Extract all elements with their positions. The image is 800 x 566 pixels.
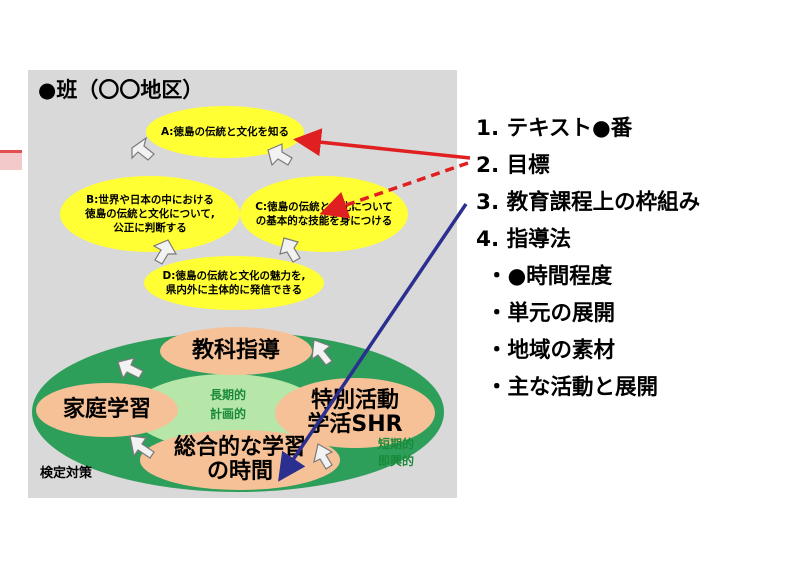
node-subject-teaching-label: 教科指導 <box>191 337 280 363</box>
short-term-label: 短期的 即興的 <box>377 437 414 469</box>
cycle-step-c: C:徳島の伝統と文化について の基本的な技能を身につける <box>240 176 408 252</box>
node-home-study: 家庭学習 <box>36 383 178 437</box>
outline-subitem-activities: ・主な活動と展開 <box>486 375 659 400</box>
cycle-step-d-text: D:徳島の伝統と文化の魅力を, 県内外に主体的に発信できる <box>162 269 306 296</box>
node-home-study-label: 家庭学習 <box>62 396 151 422</box>
cycle-step-b: B:世界や日本の中における 徳島の伝統と文化について, 公正に判断する <box>60 176 240 252</box>
outline-subitem-unit: ・単元の展開 <box>486 301 616 326</box>
accent-line <box>0 150 22 153</box>
outline-subitem-hours: ・●時間程度 <box>486 264 613 289</box>
outline-item-curriculum: 3. 教育課程上の枠組み <box>476 190 701 215</box>
outline-item-textbook: 1. テキスト●番 <box>476 116 633 141</box>
long-term-label: 長期的 計画的 <box>209 388 246 421</box>
slide-title: ●班（〇〇地区） <box>38 78 204 102</box>
cycle-step-d: D:徳島の伝統と文化の魅力を, 県内外に主体的に発信できる <box>144 256 324 310</box>
outline-item-goal: 2. 目標 <box>476 153 550 178</box>
node-subject-teaching: 教科指導 <box>160 327 312 375</box>
outline-subitem-material: ・地域の素材 <box>486 338 616 363</box>
node-integrated-study-label: 総合的な学習 の時間 <box>173 434 306 484</box>
node-integrated-study: 総合的な学習 の時間 <box>140 430 340 490</box>
cycle-step-a: A:徳島の伝統と文化を知る <box>146 106 304 158</box>
node-special-activities-label: 特別活動 学活SHR <box>307 387 403 437</box>
cycle-step-b-text: B:世界や日本の中における 徳島の伝統と文化について, 公正に判断する <box>85 193 215 235</box>
outline-list: 1. テキスト●番 2. 目標 3. 教育課程上の枠組み 4. 指導法 ・●時間… <box>476 110 700 406</box>
exam-prep-label: 検定対策 <box>40 466 93 481</box>
cycle-step-a-text: A:徳島の伝統と文化を知る <box>160 125 290 138</box>
accent-mark <box>0 150 22 170</box>
outline-item-method: 4. 指導法 <box>476 227 572 252</box>
cycle-step-c-text: C:徳島の伝統と文化について の基本的な技能を身につける <box>255 200 393 227</box>
